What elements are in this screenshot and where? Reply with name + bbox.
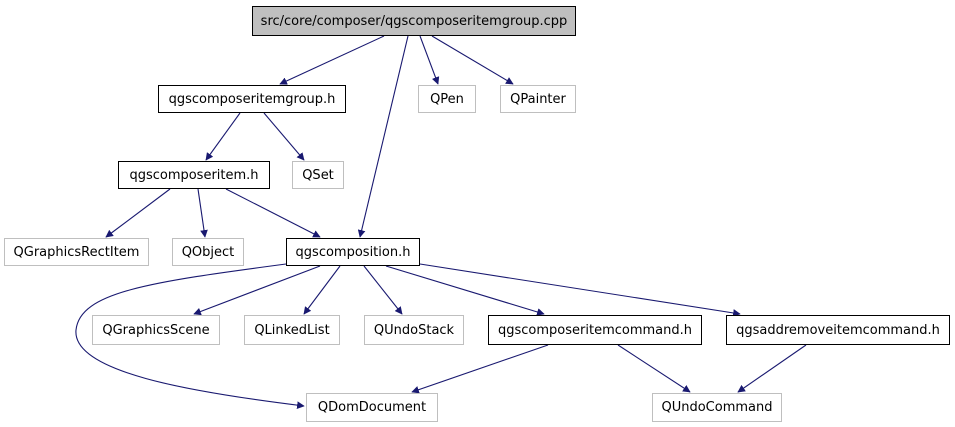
node-qobject: QObject <box>172 238 244 266</box>
edge-composition_h-to-qlinkedlist <box>303 265 341 315</box>
edge-root-to-itemgroup_h <box>279 35 385 85</box>
node-qundostack: QUndoStack <box>364 315 464 345</box>
node-label: QLinkedList <box>254 322 330 338</box>
edge-root-to-qpainter <box>431 35 514 85</box>
edge-root-to-composition_h <box>357 35 409 238</box>
node-qgscomposeritemcommand-h[interactable]: qgscomposeritemcommand.h <box>488 315 702 345</box>
node-label: QGraphicsRectItem <box>13 244 140 260</box>
node-label: QUndoCommand <box>661 400 773 415</box>
node-qdomdocument: QDomDocument <box>306 393 438 422</box>
node-label: QPen <box>430 91 464 107</box>
edge-itemgroup_h-to-qset <box>263 112 305 161</box>
edge-item_h-to-composition_h <box>225 188 321 238</box>
edge-itemgroup_h-to-item_h <box>205 112 241 161</box>
node-label: qgscomposeritemgroup.h <box>168 91 336 107</box>
edge-item_h-to-qgraphicsrectitem <box>105 188 171 238</box>
node-qgscomposition-h[interactable]: qgscomposition.h <box>286 238 420 266</box>
edge-composition_h-to-addremove_h <box>419 263 741 317</box>
node-label: QGraphicsScene <box>102 322 210 338</box>
edge-composition_h-to-qundostack <box>363 265 403 315</box>
node-qgraphicsrectitem: QGraphicsRectItem <box>4 238 149 266</box>
node-qset: QSet <box>292 161 344 189</box>
node-label: QDomDocument <box>317 400 427 415</box>
node-qgscomposeritem-h[interactable]: qgscomposeritem.h <box>118 161 270 189</box>
edge-itemcommand_h-to-qdomdocument <box>411 344 549 394</box>
edge-addremove_h-to-qundocommand <box>737 344 807 393</box>
node-label: QUndoStack <box>373 322 455 338</box>
node-qgraphicsscene: QGraphicsScene <box>92 315 220 345</box>
node-qpainter: QPainter <box>500 85 576 113</box>
node-label: qgscomposeritem.h <box>129 167 259 183</box>
node-label: QObject <box>181 244 235 260</box>
node-qlinkedlist: QLinkedList <box>244 315 340 345</box>
node-label: qgsaddremoveitemcommand.h <box>736 322 940 338</box>
node-label: src/core/composer/qgscomposeritemgroup.c… <box>260 13 568 29</box>
edge-root-to-qpen <box>419 35 440 85</box>
node-root-file: src/core/composer/qgscomposeritemgroup.c… <box>252 6 576 36</box>
edge-item_h-to-qobject <box>197 188 208 238</box>
node-qgscomposeritemgroup-h[interactable]: qgscomposeritemgroup.h <box>158 85 346 113</box>
edge-itemcommand_h-to-qundocommand <box>617 344 691 393</box>
node-qundocommand: QUndoCommand <box>652 393 782 422</box>
node-label: QSet <box>302 167 334 183</box>
node-label: QPainter <box>510 91 566 107</box>
node-qpen: QPen <box>418 85 476 113</box>
edge-composition_h-to-qgraphicsscene <box>193 265 321 316</box>
node-qgsaddremoveitemcommand-h[interactable]: qgsaddremoveitemcommand.h <box>726 315 950 345</box>
edge-composition_h-to-qdomdocument <box>75 263 305 409</box>
node-label: qgscomposition.h <box>295 244 411 260</box>
node-label: qgscomposeritemcommand.h <box>498 322 692 338</box>
edge-composition_h-to-itemcommand_h <box>385 265 545 316</box>
